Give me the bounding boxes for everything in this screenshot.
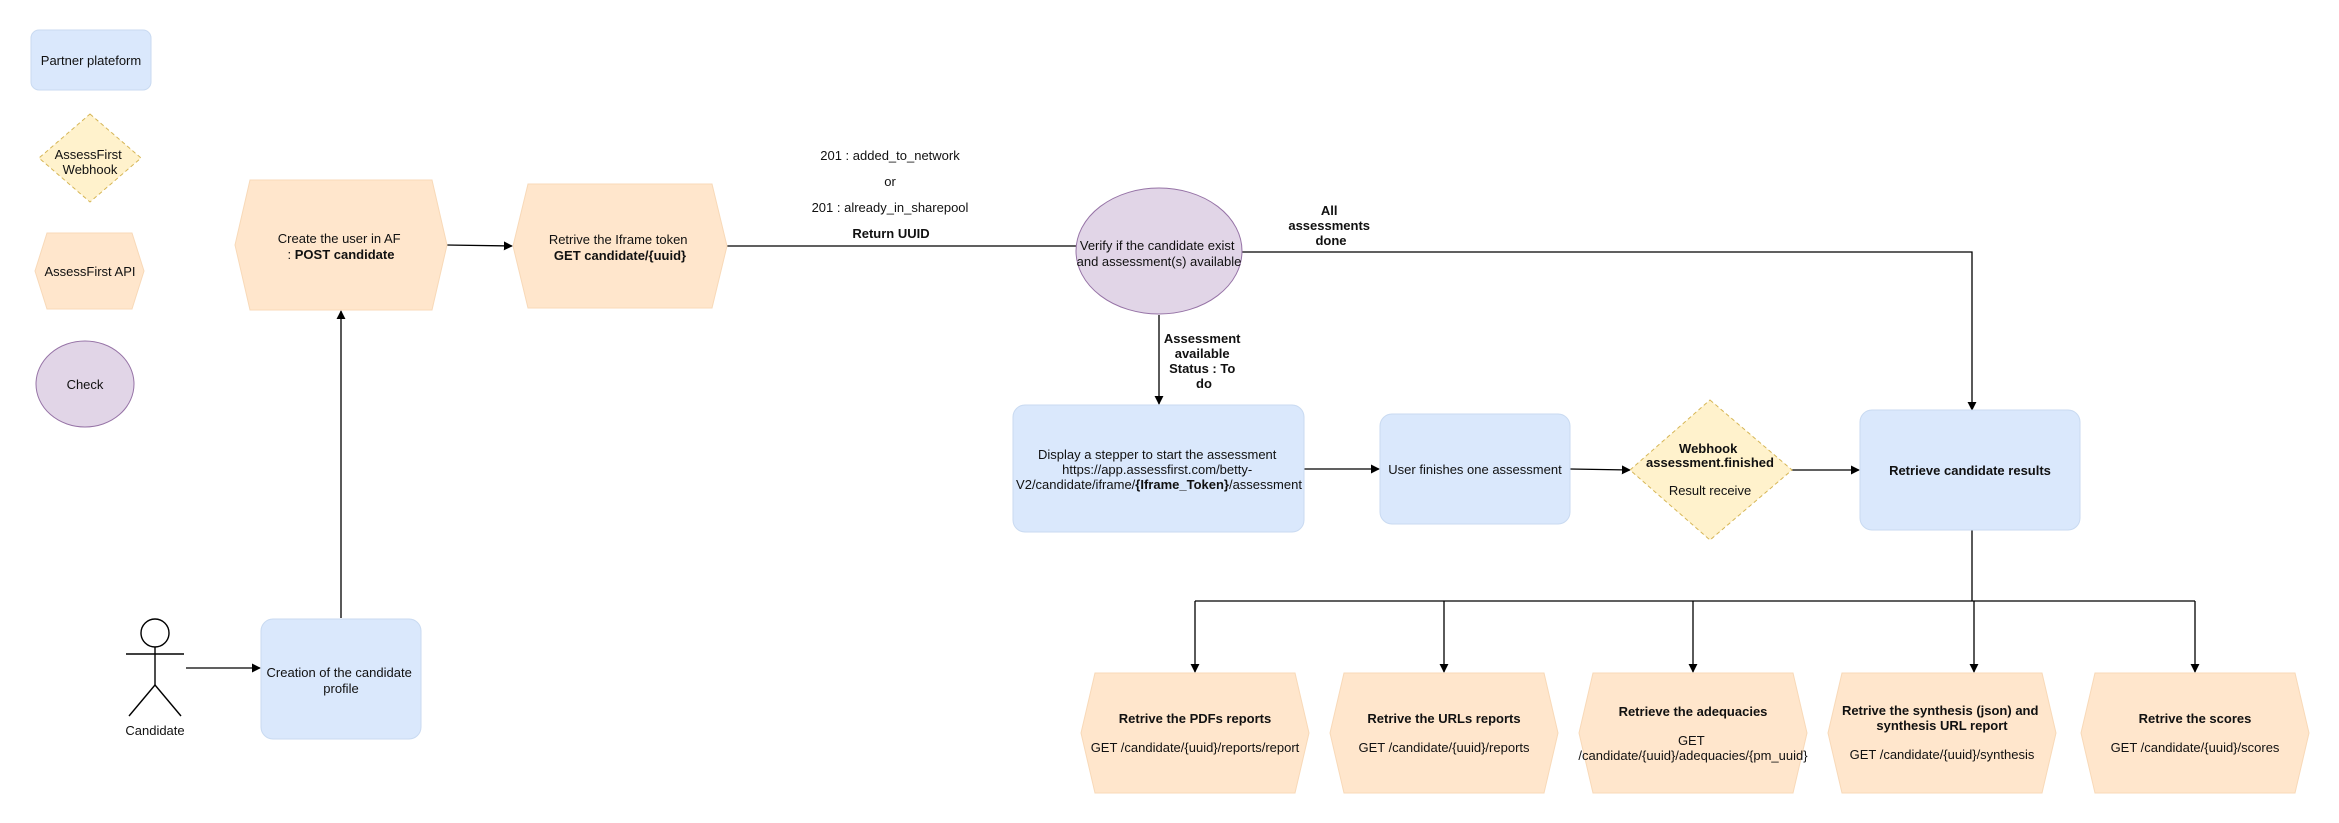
verify-node <box>1075 187 1243 315</box>
legend-api-label: AssessFirst API <box>44 264 135 279</box>
webhook-title: Webhook assessment.finished <box>1646 441 1774 470</box>
edge-verify-to-results <box>1240 251 1977 411</box>
scores-node <box>2080 672 2310 794</box>
legend-webhook-shape <box>38 113 142 203</box>
candidate-label: Candidate <box>125 723 184 738</box>
legend-check-shape <box>35 340 135 428</box>
all-done-label: All assessments done <box>1288 203 1373 248</box>
synthesis-title: Retrive the synthesis (json) and synthes… <box>1842 703 2042 733</box>
adequacies-sub: GET /candidate/{uuid}/adequacies/{pm_uui… <box>1578 733 1808 763</box>
synthesis-node <box>1827 672 2057 794</box>
legend-check-label: Check <box>67 377 104 392</box>
creation-label: Creation of the candidate profile <box>267 665 416 696</box>
urls-node <box>1329 672 1559 794</box>
user-finishes-node <box>1379 413 1571 525</box>
actor-head-icon <box>140 618 170 648</box>
results-label: Retrieve candidate results <box>1889 463 2051 478</box>
assessment-available-label: Assessment available Status : To do <box>1164 331 1244 391</box>
connectors <box>186 241 2200 673</box>
edge-user-finishes-to-webhook <box>1569 465 1631 475</box>
create-user-label: Create the user in AF : POST candidate <box>278 231 404 262</box>
user-finishes-label: User finishes one assessment <box>1388 462 1562 477</box>
pdfs-title: Retrive the PDFs reports <box>1119 711 1271 726</box>
legend: Partner plateform AssessFirst Webhook As… <box>30 29 152 428</box>
retrieve-token-label: Retrive the Iframe token GET candidate/{… <box>549 232 691 263</box>
verify-label: Verify if the candidate exist and assess… <box>1077 238 1242 269</box>
adequacies-node <box>1578 672 1808 794</box>
create-user-node <box>234 179 448 311</box>
stepper-label: Display a stepper to start the assessmen… <box>1016 447 1302 492</box>
response-sharepool-label: 201 : already_in_sharepool <box>812 200 969 215</box>
webhook-node <box>1629 399 1793 541</box>
legend-api-shape <box>34 232 145 310</box>
scores-sub: GET /candidate/{uuid}/scores <box>2111 740 2280 755</box>
pdfs-sub: GET /candidate/{uuid}/reports/report <box>1091 740 1300 755</box>
return-uuid-label: Return UUID <box>852 226 929 241</box>
scores-title: Retrive the scores <box>2139 711 2252 726</box>
pdfs-node <box>1080 672 1310 794</box>
retrieve-token-node <box>512 183 728 309</box>
synthesis-sub: GET /candidate/{uuid}/synthesis <box>1850 747 2035 762</box>
webhook-sub: Result receive <box>1669 483 1751 498</box>
response-or-label: or <box>884 174 896 189</box>
urls-sub: GET /candidate/{uuid}/reports <box>1358 740 1530 755</box>
legend-partner-label: Partner plateform <box>41 53 141 68</box>
results-node <box>1859 409 2081 531</box>
legend-webhook-label: AssessFirst Webhook <box>55 147 126 177</box>
adequacies-title: Retrieve the adequacies <box>1619 704 1768 719</box>
legend-partner-shape <box>30 29 152 91</box>
response-added-label: 201 : added_to_network <box>820 148 960 163</box>
creation-node <box>260 618 422 740</box>
candidate-actor <box>126 618 184 717</box>
stepper-node <box>1012 404 1305 533</box>
edge-create-user-to-token <box>445 241 513 251</box>
urls-title: Retrive the URLs reports <box>1367 711 1520 726</box>
